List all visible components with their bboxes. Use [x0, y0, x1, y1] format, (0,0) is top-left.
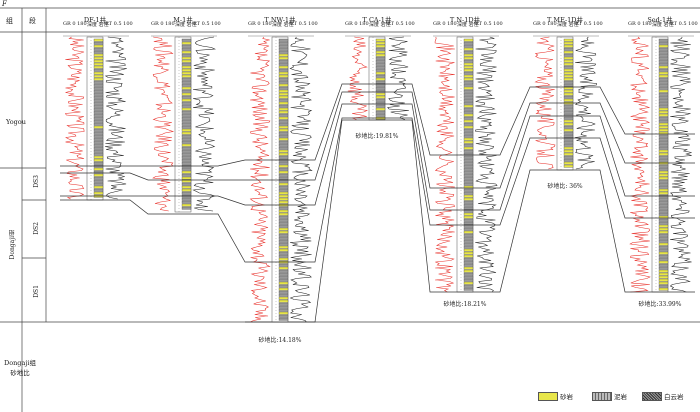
gr-label: GR 0 180 [533, 21, 557, 27]
depth-label: 深度 岩性 [87, 22, 109, 28]
gr-curve [65, 36, 85, 200]
rt-label: RT 0.5 100 [475, 21, 503, 27]
rt-curve [104, 36, 127, 200]
gr-label: GR 0 180 [628, 21, 652, 27]
interval-ds2: DS2 [33, 222, 40, 235]
gr-label: GR 0 180 [63, 21, 87, 27]
well-name-3: T NW-1井 [264, 16, 296, 24]
well-log-3 [248, 35, 314, 323]
gr-curve [347, 36, 369, 120]
well-log-1 [63, 35, 129, 201]
interval-dongaji: Dongaji组 [9, 230, 16, 260]
horizon-line-5 [245, 119, 695, 323]
horizon-line-2 [60, 91, 695, 189]
gr-curve [434, 36, 455, 293]
rt-curve [387, 36, 409, 120]
depth-label: 深度 岩性 [557, 22, 579, 28]
rt-curve [475, 36, 498, 293]
gr-curve [249, 36, 271, 323]
well-name-6: T ME-1D井 [547, 16, 583, 24]
sand-ratio-6: 砂地比: 36% [547, 183, 583, 190]
well-name-5: T N-1D井 [449, 16, 481, 24]
gr-curve [152, 36, 175, 212]
legend-dolomite-label: 白云岩 [664, 393, 684, 401]
horizon-line-4 [60, 117, 695, 263]
header-segment: 段 [29, 17, 36, 25]
horizon-line-3 [60, 103, 695, 211]
rt-curve [669, 36, 692, 293]
interval-ds3: DS3 [33, 175, 40, 188]
rt-curve [289, 36, 313, 323]
depth-label: 深度 岩性 [272, 22, 294, 28]
interval-yogou: Yogou [6, 118, 26, 126]
rt-label: RT 0.5 100 [575, 21, 603, 27]
well-name-4: T CA-1井 [362, 16, 392, 24]
gr-label: GR 0 180 [345, 21, 369, 27]
rt-label: RT 0.5 100 [105, 21, 133, 27]
well-name-2: M-1井 [173, 16, 193, 24]
well-log-2 [151, 35, 217, 213]
legend-mud-label: 泥岩 [614, 393, 627, 401]
interval-ds1: DS1 [33, 285, 40, 298]
rt-label: RT 0.5 100 [670, 21, 698, 27]
legend-mud-swatch [592, 392, 612, 401]
rt-label: RT 0.5 100 [290, 21, 318, 27]
well-log-4 [345, 35, 411, 121]
sand-ratio-3: 砂地比:14.18% [258, 337, 302, 344]
rt-curve [192, 36, 216, 212]
well-name-7: Sed-1井 [647, 16, 673, 24]
well-log-5 [433, 35, 499, 293]
well-log-6 [533, 35, 599, 171]
gr-label: GR 0 180 [433, 21, 457, 27]
legend-sand-label: 砂岩 [560, 393, 573, 401]
horizon-line-1 [60, 83, 695, 167]
depth-label: 深度 岩性 [175, 22, 197, 28]
gr-curve [629, 36, 651, 293]
rt-label: RT 0.5 100 [387, 21, 415, 27]
corner-label: F [2, 0, 7, 8]
well-name-1: DF-1井 [83, 16, 107, 24]
legend-sand-swatch [538, 392, 558, 401]
rt-label: RT 0.5 100 [193, 21, 221, 27]
sand-ratio-5: 砂地比:18.21% [443, 301, 487, 308]
sand-ratio-4: 砂地比:19.81% [355, 133, 399, 140]
gr-label: GR 0 180 [151, 21, 175, 27]
depth-label: 深度 岩性 [652, 22, 674, 28]
depth-label: 深度 岩性 [369, 22, 391, 28]
interval-ratio-row: Dongaji组 砂地比 [4, 359, 36, 377]
gr-label: GR 0 180 [248, 21, 272, 27]
header-formation: 组 [6, 17, 13, 25]
sand-ratio-7: 砂地比:33.99% [638, 301, 682, 308]
depth-label: 深度 岩性 [457, 22, 479, 28]
legend-dolomite-swatch [642, 392, 662, 401]
well-log-7 [628, 35, 694, 293]
